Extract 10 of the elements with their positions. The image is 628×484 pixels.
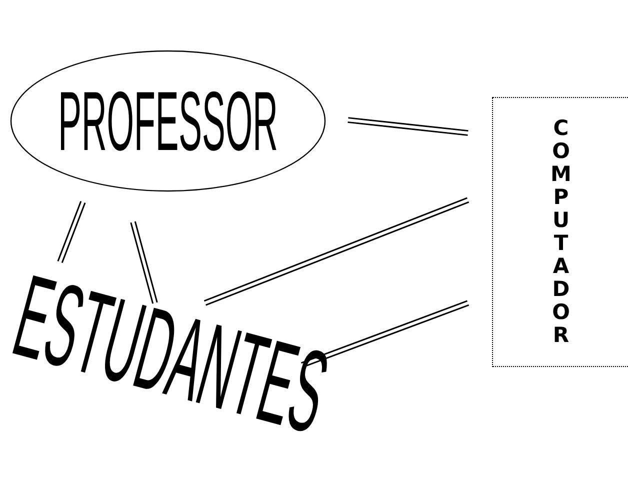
double-line-connector (57, 200, 86, 264)
double-line-connector (130, 220, 158, 304)
node-label: PROFESSOR (58, 79, 278, 163)
double-line-connector (300, 300, 470, 368)
node-label: ESTUDANTES (4, 258, 338, 452)
node-label: COMPUTADOR (550, 116, 572, 348)
double-line-connector (347, 117, 469, 136)
ellipse-node (10, 50, 326, 192)
double-line-connector (203, 197, 470, 306)
dotted-box-node (492, 97, 628, 367)
